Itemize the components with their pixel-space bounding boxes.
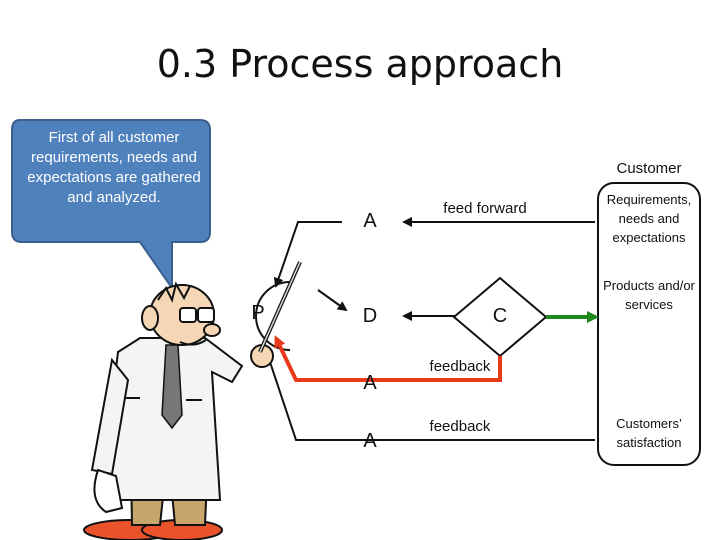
node-d: D [362,305,378,327]
node-a-top: A [363,210,377,232]
customer-item-requirements: Requirements, needs and expectations [606,192,692,245]
arrow-feedback-to-p [274,335,502,382]
scientist-figure [83,261,302,540]
line-customer-satisfaction-to-a [269,361,595,441]
customer-item-satisfaction: Customers’ satisfaction [616,416,682,450]
node-a-bottom: A [363,430,377,452]
label-feedback-1: feedback [429,358,491,375]
customer-item-products: Products and/or services [603,278,695,312]
node-p: P [251,302,265,324]
slide-title: 0.3 Process approach [156,42,564,86]
label-feed-forward: feed forward [443,200,527,217]
arrow-a-to-p [273,221,342,288]
node-a-mid: A [363,372,377,394]
label-feedback-2: feedback [429,418,491,435]
speech-bubble [11,119,211,292]
node-c: C [492,305,508,327]
customer-header: Customer [616,160,682,177]
customer-box [597,182,701,466]
arrow-p-to-d [317,289,348,312]
bubble-text: First of all customer requirements, need… [27,129,201,206]
